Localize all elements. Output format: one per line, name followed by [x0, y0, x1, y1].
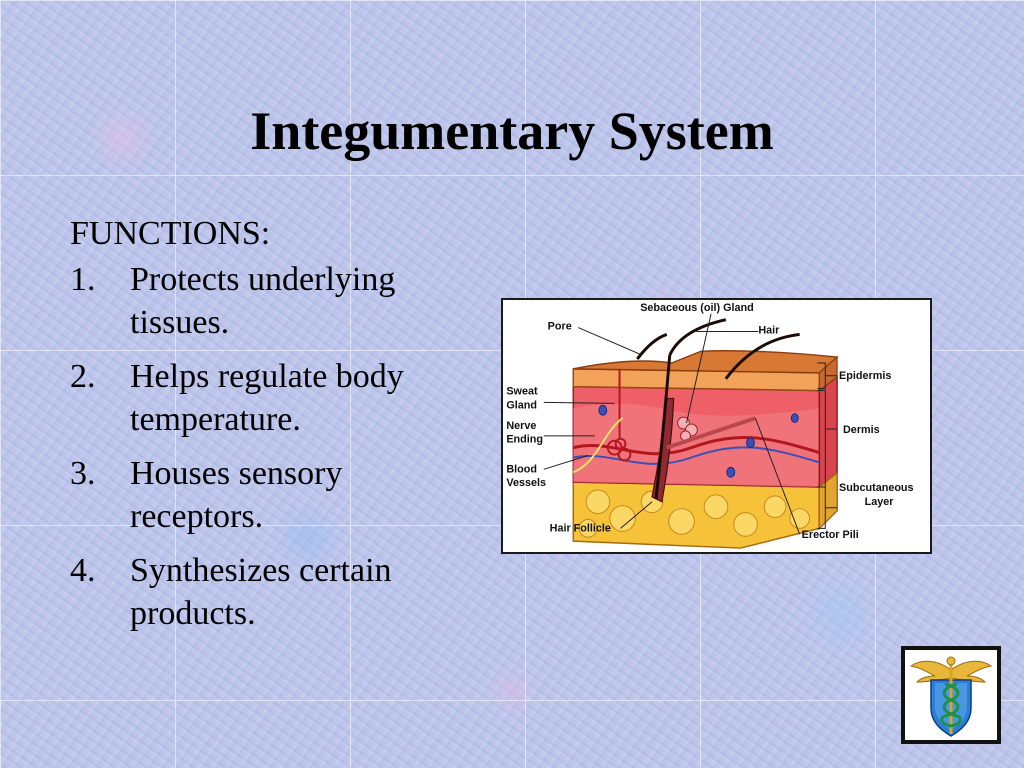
- function-number: 4.: [70, 552, 96, 589]
- label-hair: Hair: [758, 324, 780, 336]
- label-subcutaneous-2: Layer: [865, 496, 895, 508]
- label-nerve-ending-1: Nerve: [506, 420, 536, 432]
- function-number: 1.: [70, 261, 96, 298]
- label-epidermis: Epidermis: [839, 370, 891, 382]
- skin-cross-section: Sebaceous (oil) Gland Pore Hair Sweat Gl…: [506, 302, 914, 549]
- slide-title: Integumentary System: [250, 101, 774, 161]
- function-number: 2.: [70, 358, 96, 395]
- label-erector-pili: Erector Pili: [802, 529, 859, 541]
- label-pore: Pore: [548, 321, 572, 333]
- function-number: 3.: [70, 455, 96, 492]
- medical-emblem: [901, 646, 1001, 744]
- label-sebaceous: Sebaceous (oil) Gland: [640, 302, 754, 314]
- label-subcutaneous-1: Subcutaneous: [839, 482, 914, 494]
- label-blood-vessels-1: Blood: [506, 463, 537, 475]
- label-sweat-gland-1: Sweat: [506, 386, 538, 398]
- label-dermis: Dermis: [843, 424, 880, 436]
- label-sweat-gland-2: Gland: [506, 399, 537, 411]
- caduceus-icon: [909, 656, 993, 737]
- functions-heading: FUNCTIONS:: [70, 215, 271, 252]
- label-hair-follicle: Hair Follicle: [550, 522, 611, 534]
- label-blood-vessels-2: Vessels: [506, 477, 546, 489]
- label-nerve-ending-2: Ending: [506, 434, 543, 446]
- skin-diagram: Sebaceous (oil) Gland Pore Hair Sweat Gl…: [501, 298, 932, 554]
